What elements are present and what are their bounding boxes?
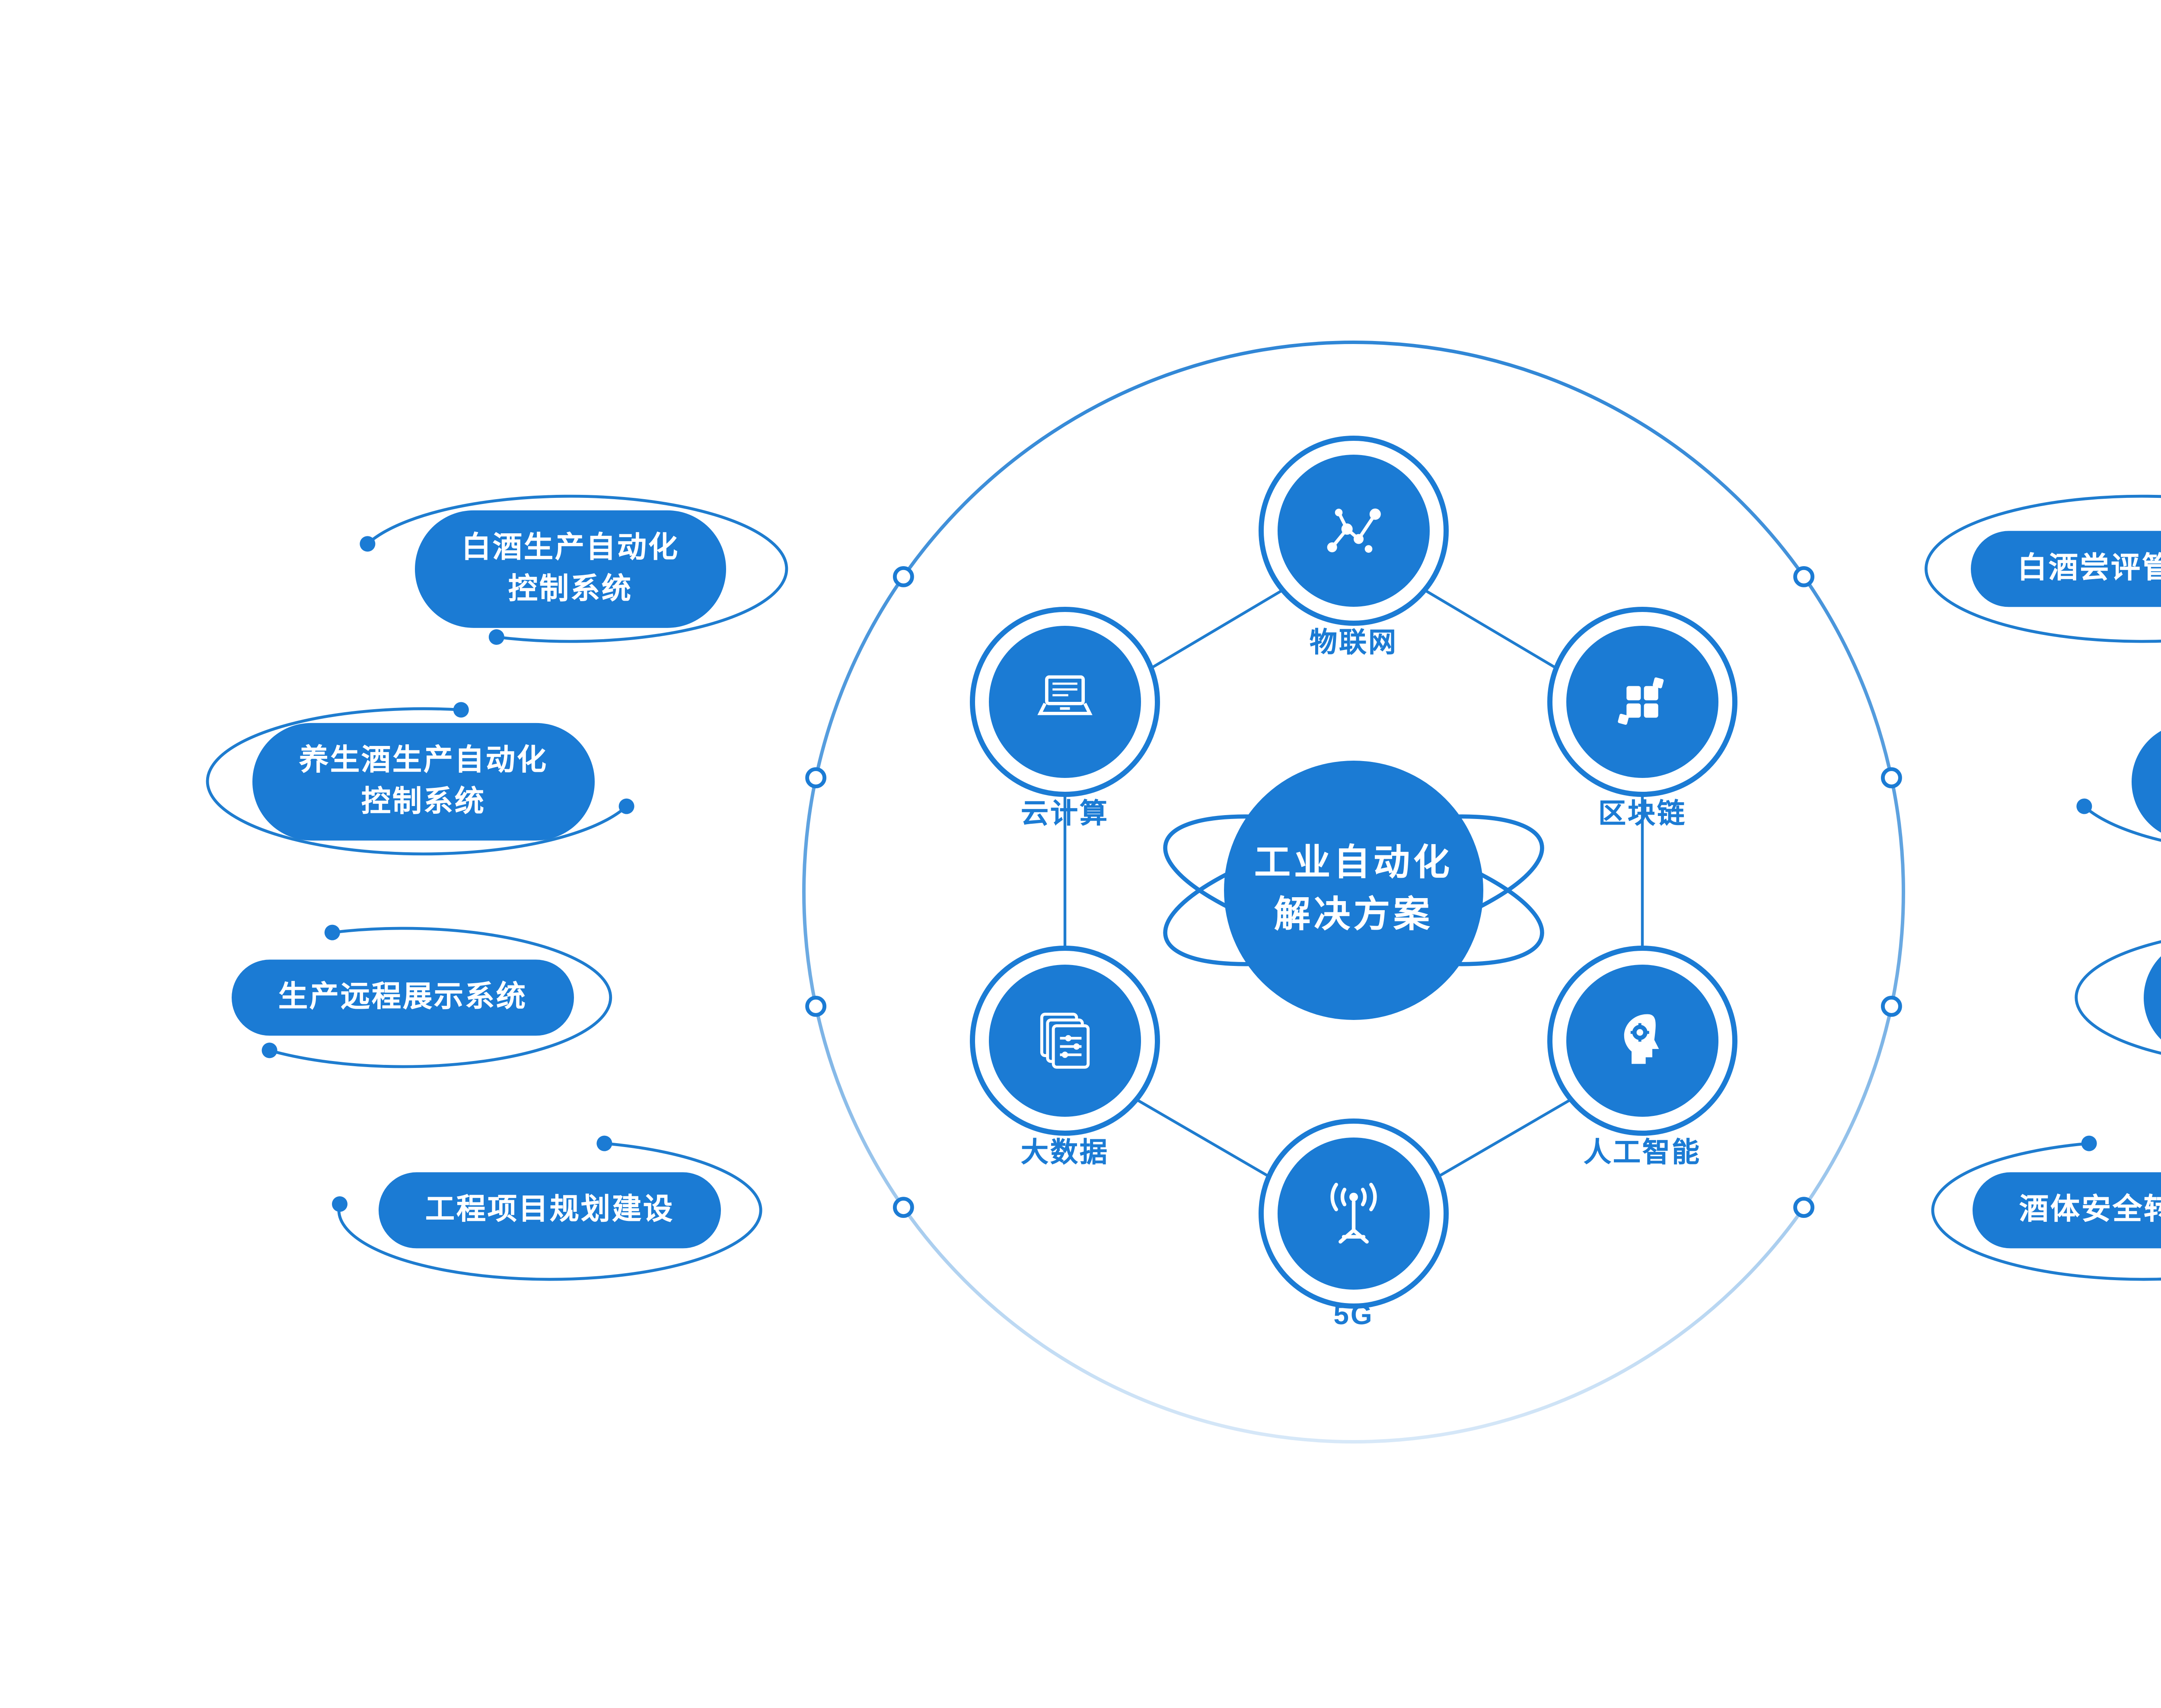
node-label-5g: 5G	[1333, 1302, 1374, 1331]
pill-safe-transfer-system: 酒体安全转运系统	[1973, 1172, 2161, 1248]
pill-decor-dots-left	[261, 536, 634, 1212]
pill-decor-arcs-right	[1925, 494, 2161, 1281]
pill-engineering-project-planning: 工程项目规划建设	[379, 1172, 721, 1248]
node-label-blockchain: 区块链	[1598, 800, 1686, 830]
node-label-cloud: 云计算	[1020, 800, 1109, 830]
stacked-docs-icon	[1040, 1013, 1090, 1069]
node-ai: 人工智能	[1539, 946, 1746, 1170]
node-label-ai: 人工智能	[1583, 1139, 1701, 1169]
node-iot: 物联网	[1250, 436, 1457, 660]
node-label-bigdata: 大数据	[1020, 1139, 1109, 1169]
pill-remote-display-system: 生产远程展示系统	[232, 959, 574, 1036]
node-ring	[1547, 607, 1737, 797]
node-5g: 5G	[1250, 1118, 1457, 1333]
iot-network-icon	[1327, 508, 1381, 553]
central-hub-title: 工业自动化 解决方案	[1254, 843, 1453, 935]
pill-decor-arcs-left	[206, 494, 788, 1281]
node-ring	[1259, 1118, 1449, 1309]
pill-health-wine-automation: 养生酒生产自动化 控制系统	[252, 723, 595, 840]
node-cloud: 云计算	[961, 607, 1169, 832]
blockchain-icon	[1618, 677, 1664, 725]
pill-baijiu-production-automation: 白酒生产自动化 控制系统	[415, 510, 726, 628]
node-disc	[1566, 626, 1718, 778]
node-disc	[1566, 965, 1718, 1117]
node-blockchain: 区块链	[1539, 607, 1746, 832]
node-disc	[1278, 1138, 1430, 1290]
orbit-dots	[805, 566, 1902, 1218]
node-disc	[989, 965, 1141, 1117]
node-ring	[1547, 946, 1737, 1136]
pill-decor-dots-right	[2076, 798, 2097, 1151]
outer-orbit-circle	[802, 341, 1905, 1444]
node-ring	[1259, 436, 1449, 626]
laptop-icon	[1037, 675, 1093, 715]
pill-tasting-evaluation-system: 白酒尝评管理系统	[1971, 531, 2161, 607]
node-label-iot: 物联网	[1309, 629, 1398, 659]
central-hub: 工业自动化 解决方案	[1224, 761, 1483, 1020]
node-ring	[970, 946, 1160, 1136]
node-disc	[989, 626, 1141, 778]
node-disc	[1278, 455, 1430, 607]
node-bigdata: 大数据	[961, 946, 1169, 1170]
antenna-icon	[1330, 1182, 1377, 1244]
ai-head-icon	[1624, 1014, 1659, 1064]
node-ring	[970, 607, 1160, 797]
